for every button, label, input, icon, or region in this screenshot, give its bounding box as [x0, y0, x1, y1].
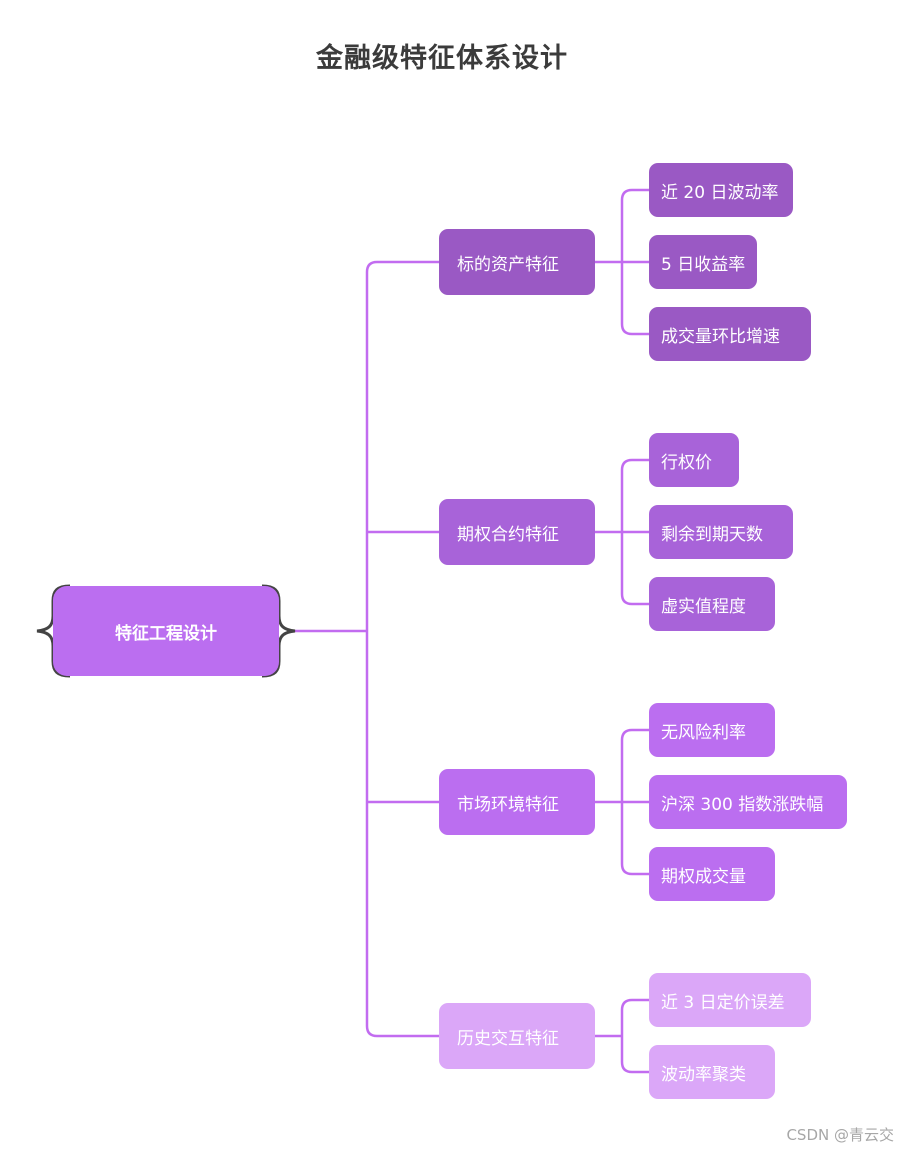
leaf-link: [620, 1061, 649, 1074]
leaf-node: 无风险利率: [649, 703, 775, 757]
leaf-node-label: 沪深 300 指数涨跌幅: [661, 794, 824, 815]
branch-node-label: 市场环境特征: [457, 794, 559, 815]
branch-node-label: 历史交互特征: [457, 1028, 559, 1049]
leaf-node: 波动率聚类: [649, 1045, 775, 1099]
page-title: 金融级特征体系设计: [316, 43, 568, 74]
leaf-link: [620, 323, 649, 336]
leaf-node: 沪深 300 指数涨跌幅: [649, 775, 847, 829]
leaf-link: [620, 593, 649, 606]
leaf-link: [620, 458, 649, 471]
leaf-node: 期权成交量: [649, 847, 775, 901]
leaf-node-label: 近 3 日定价误差: [661, 992, 785, 1013]
branch-node-underlying: 标的资产特征: [439, 229, 595, 295]
leaf-node: 近 3 日定价误差: [649, 973, 811, 1027]
leaf-node-label: 剩余到期天数: [661, 524, 763, 545]
branch-node-contract: 期权合约特征: [439, 499, 595, 565]
leaf-node-label: 期权成交量: [661, 866, 746, 887]
root-node: 特征工程设计: [53, 586, 279, 676]
leaf-link: [620, 863, 649, 876]
leaf-node-label: 虚实值程度: [661, 596, 746, 617]
leaf-link: [620, 998, 649, 1011]
leaf-node-label: 波动率聚类: [661, 1064, 746, 1085]
leaf-node-label: 5 日收益率: [661, 254, 746, 275]
branch-node-history: 历史交互特征: [439, 1003, 595, 1069]
branch-link: [365, 1025, 439, 1038]
leaf-node-label: 行权价: [661, 452, 712, 473]
leaf-node-label: 近 20 日波动率: [661, 182, 779, 203]
leaf-node-label: 无风险利率: [661, 722, 746, 743]
leaf-link: [620, 188, 649, 201]
leaf-node: 成交量环比增速: [649, 307, 811, 361]
branch-node-market: 市场环境特征: [439, 769, 595, 835]
leaf-node: 剩余到期天数: [649, 505, 793, 559]
leaf-node: 虚实值程度: [649, 577, 775, 631]
leaf-node: 近 20 日波动率: [649, 163, 793, 217]
branch-link: [365, 260, 439, 273]
leaf-node: 行权价: [649, 433, 739, 487]
leaf-node: 5 日收益率: [649, 235, 757, 289]
leaf-node-label: 成交量环比增速: [661, 326, 780, 347]
branch-node-label: 期权合约特征: [457, 524, 559, 545]
branch-node-label: 标的资产特征: [457, 254, 559, 275]
watermark: CSDN @青云交: [786, 1126, 894, 1144]
leaf-link: [620, 728, 649, 741]
root-node-label: 特征工程设计: [115, 623, 217, 644]
